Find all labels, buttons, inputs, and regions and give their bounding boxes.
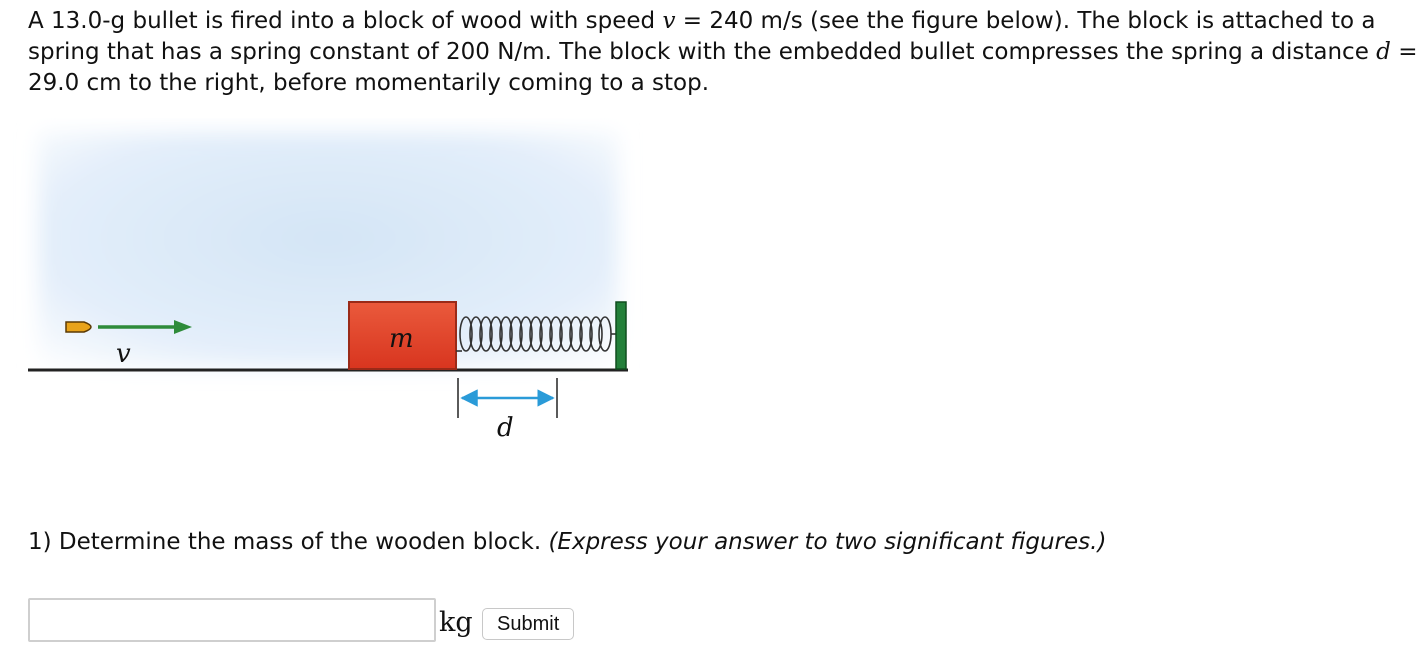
problem-text-3: = 29.0 cm to the right, before momentari… <box>28 39 1418 96</box>
velocity-label: v <box>116 339 131 369</box>
question-hint: (Express your answer to two significant … <box>548 529 1107 555</box>
problem-statement: A 13.0-g bullet is fired into a block of… <box>28 6 1418 99</box>
sky-background <box>38 132 618 368</box>
unit-label: kg <box>439 607 473 638</box>
distance-variable: d <box>1376 39 1391 65</box>
speed-variable: v <box>662 8 676 34</box>
wooden-block <box>348 301 457 370</box>
problem-text-1: A 13.0-g bullet is fired into a block of… <box>28 8 663 34</box>
question-text: 1) Determine the mass of the wooden bloc… <box>28 529 549 555</box>
velocity-arrow <box>98 320 192 334</box>
mass-label: m <box>389 324 414 354</box>
answer-row: kg Submit <box>28 598 628 646</box>
spring <box>456 316 616 352</box>
answer-input[interactable] <box>28 598 436 642</box>
distance-marker <box>457 378 558 418</box>
question: 1) Determine the mass of the wooden bloc… <box>28 527 1106 557</box>
physics-figure: v m d <box>28 132 628 443</box>
problem-text-2: = 240 m/s (see the figure below). The bl… <box>28 8 1377 65</box>
wall <box>615 301 627 370</box>
submit-button[interactable]: Submit <box>482 608 575 640</box>
bullet <box>65 321 92 333</box>
distance-label: d <box>497 413 514 443</box>
